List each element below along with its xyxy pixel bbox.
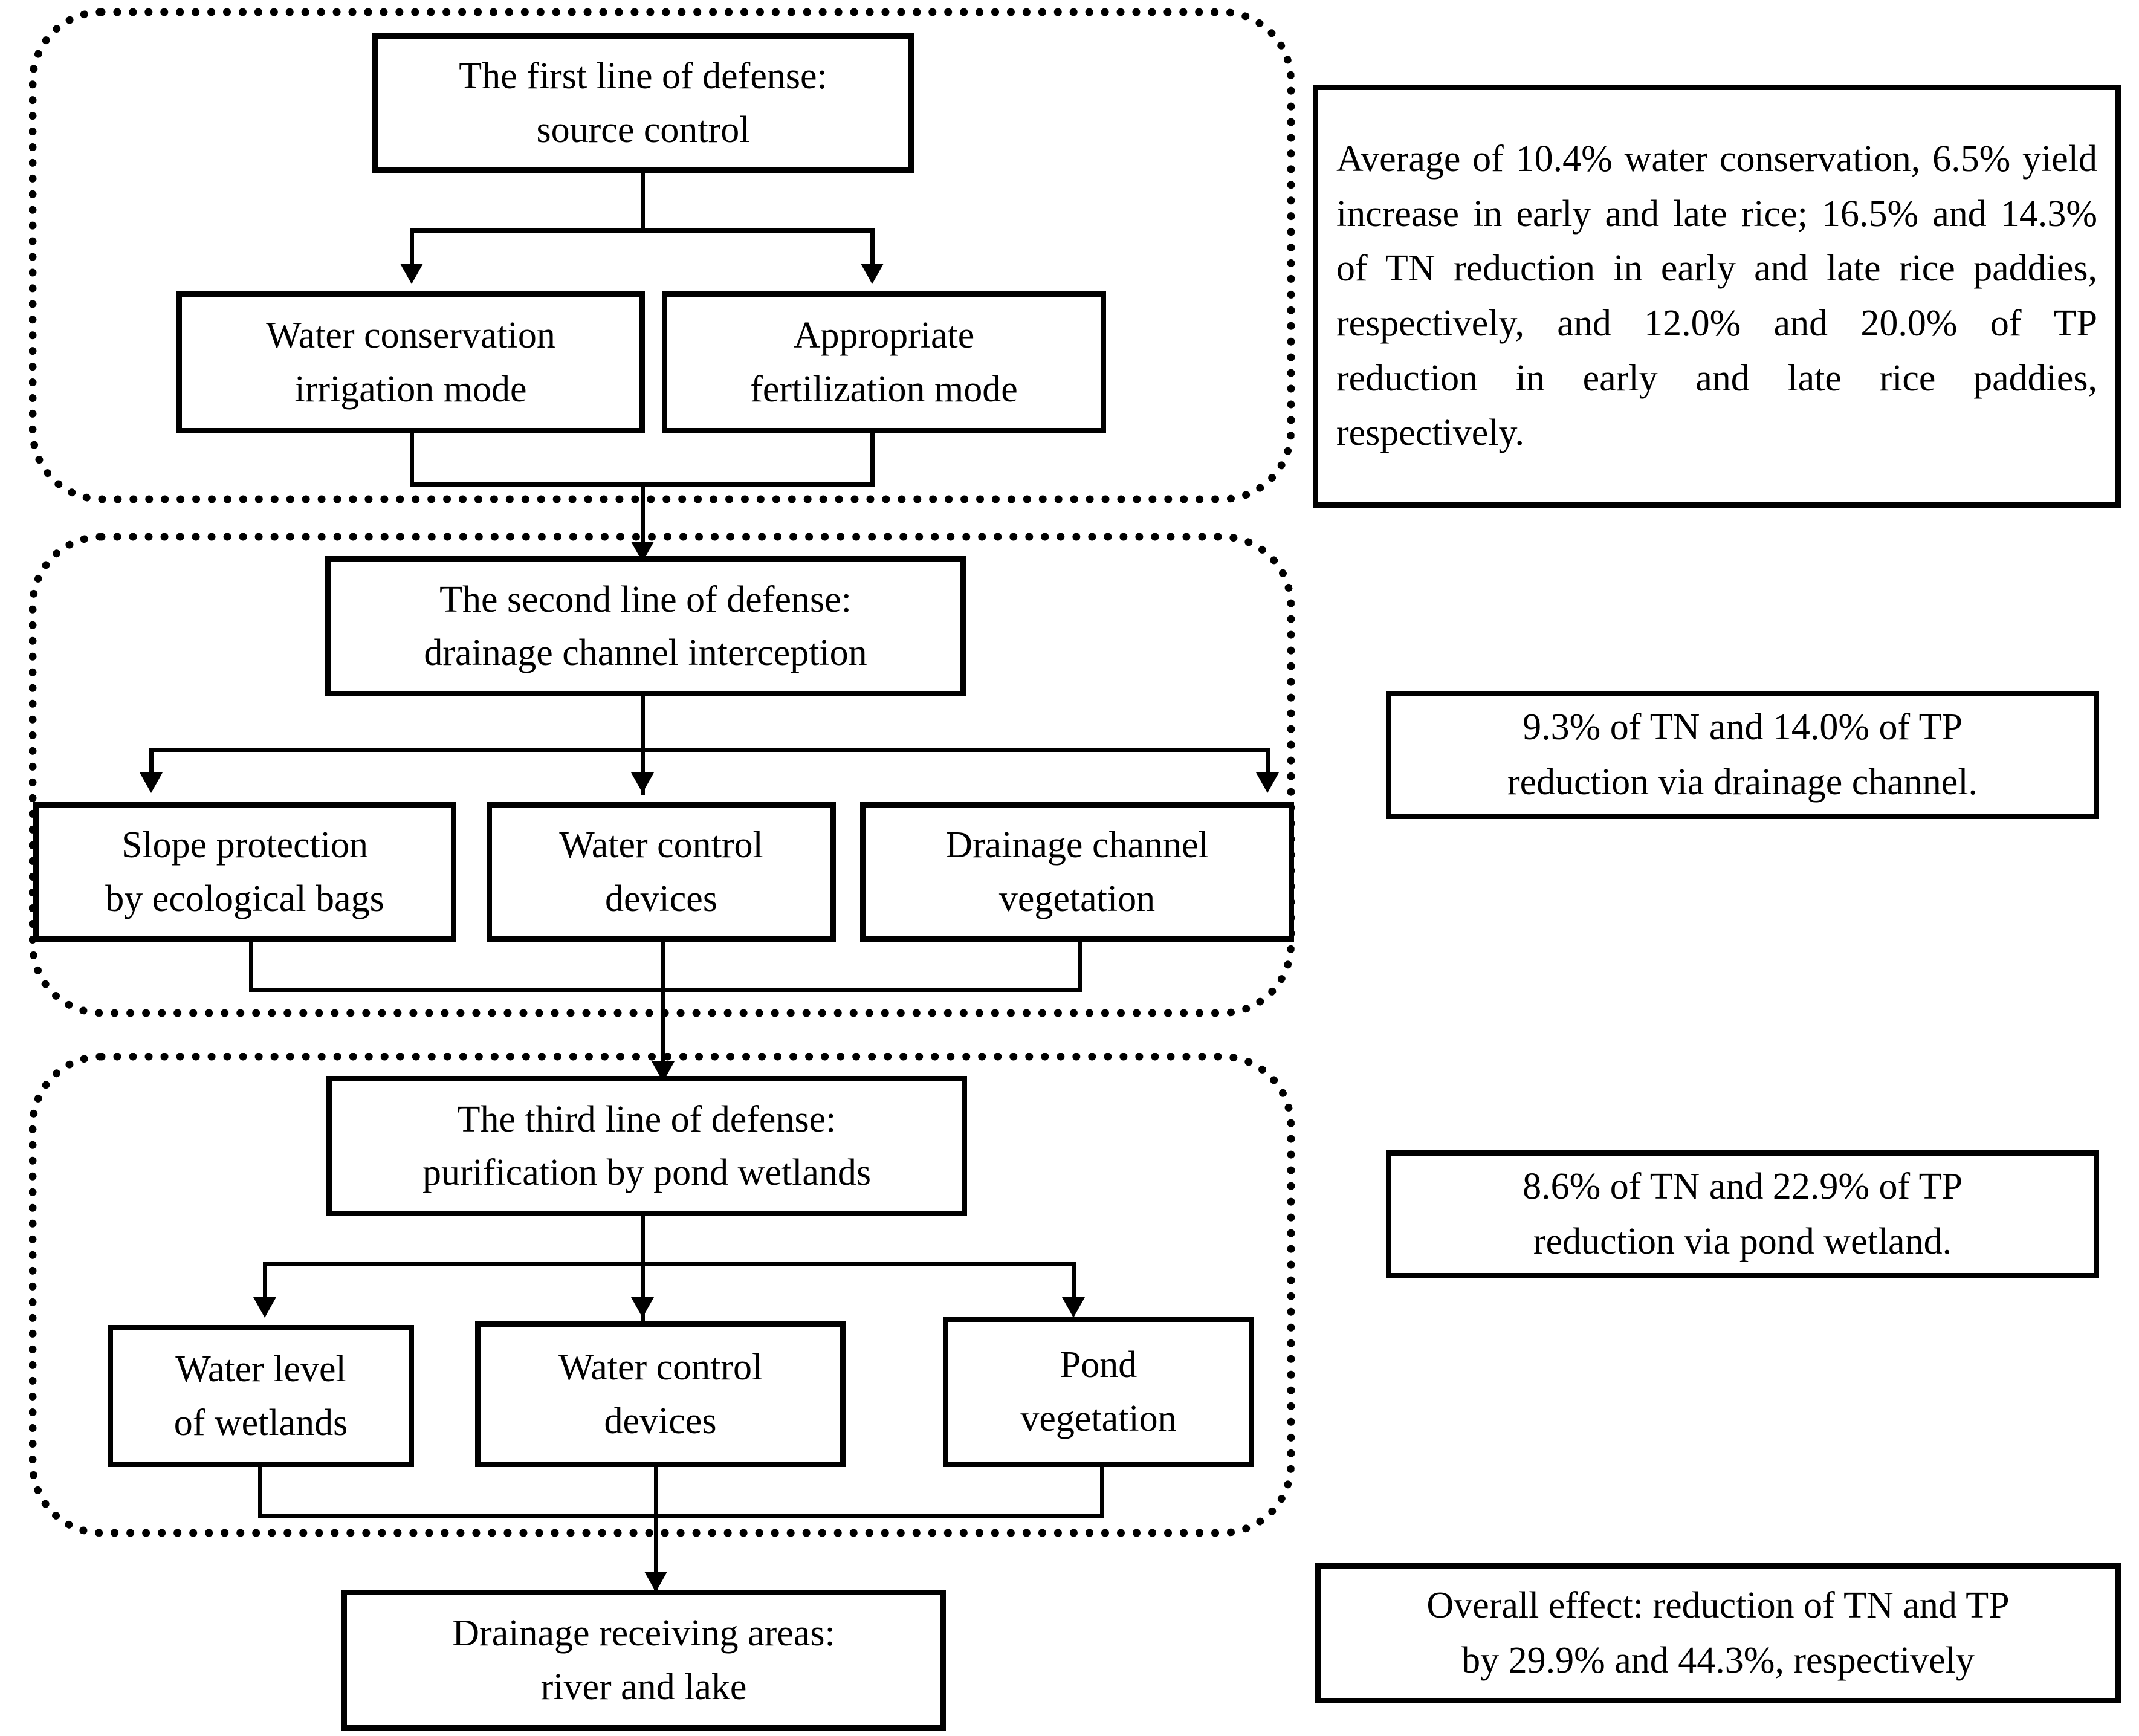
connector-v-3-to-a bbox=[263, 1262, 267, 1300]
node-label: The second line of defense: drainage cha… bbox=[337, 573, 954, 679]
note-third-line: 8.6% of TN and 22.9% of TP reduction via… bbox=[1386, 1150, 2099, 1278]
note-text-line-1: Overall effect: reduction of TN and TP bbox=[1426, 1585, 2010, 1627]
note-text: Average of 10.4% water conservation, 6.5… bbox=[1336, 138, 2097, 454]
connector-h-3-merge bbox=[258, 1514, 1104, 1518]
node-label-line-2: source control bbox=[536, 109, 750, 151]
note-first-line: Average of 10.4% water conservation, 6.5… bbox=[1313, 85, 2121, 508]
node-label-line-1: Appropriate bbox=[793, 315, 975, 357]
arrowhead-2-c bbox=[1256, 772, 1279, 793]
connector-v-1-a-out bbox=[410, 433, 414, 484]
note-second-line: 9.3% of TN and 14.0% of TP reduction via… bbox=[1386, 691, 2099, 819]
node-water-level-of-wetlands[interactable]: Water level of wetlands bbox=[108, 1325, 414, 1467]
connector-v-2-c-out bbox=[1078, 942, 1082, 990]
node-label-line-1: Water level bbox=[175, 1349, 346, 1390]
node-label: Water control devices bbox=[498, 818, 824, 925]
arrowhead-3-a bbox=[253, 1297, 276, 1318]
connector-v-3-to-c bbox=[1072, 1262, 1076, 1300]
connector-h-2-merge bbox=[249, 988, 1082, 992]
node-label: Water conservation irrigation mode bbox=[188, 309, 633, 415]
connector-v-3-c-out bbox=[1100, 1467, 1104, 1518]
arrowhead-2-a bbox=[140, 772, 163, 793]
node-label-line-2: irrigation mode bbox=[294, 368, 527, 410]
node-label: Drainage receiving areas: river and lake bbox=[353, 1607, 934, 1713]
node-label: Slope protection by ecological bags bbox=[45, 818, 445, 925]
arrowhead-outlet bbox=[644, 1572, 667, 1592]
note-text: 9.3% of TN and 14.0% of TP reduction via… bbox=[1409, 700, 2076, 809]
node-water-conservation-irrigation-mode[interactable]: Water conservation irrigation mode bbox=[176, 291, 645, 433]
note-text: 8.6% of TN and 22.9% of TP reduction via… bbox=[1409, 1159, 2076, 1269]
node-label: Water control devices bbox=[487, 1341, 834, 1447]
node-drainage-receiving-areas[interactable]: Drainage receiving areas: river and lake bbox=[341, 1590, 946, 1731]
connector-v-1-header-down bbox=[641, 173, 645, 228]
node-label-line-2: vegetation bbox=[998, 878, 1156, 919]
node-label-line-2: by ecological bags bbox=[105, 878, 384, 919]
connector-v-2-a-out bbox=[249, 942, 253, 990]
node-appropriate-fertilization-mode[interactable]: Appropriate fertilization mode bbox=[662, 291, 1106, 433]
node-label-line-1: Water control bbox=[559, 824, 763, 866]
connector-v-2-to-c bbox=[1266, 748, 1270, 775]
node-second-line-of-defense-header[interactable]: The second line of defense: drainage cha… bbox=[325, 556, 966, 696]
arrowhead-3-c bbox=[1062, 1297, 1085, 1318]
connector-h-2-bus bbox=[149, 748, 1270, 752]
connector-v-2-header-down bbox=[641, 696, 645, 795]
connector-v-1-b-out bbox=[870, 433, 875, 484]
arrowhead-3-b bbox=[631, 1297, 654, 1318]
connector-v-2-to-b bbox=[641, 748, 645, 775]
connector-v-2-to-group3 bbox=[661, 988, 665, 1082]
connector-v-3-a-out bbox=[258, 1467, 262, 1518]
connector-v-1-to-group2 bbox=[641, 482, 645, 561]
node-label-line-1: The first line of defense: bbox=[459, 56, 827, 97]
node-label-line-2: drainage channel interception bbox=[424, 632, 867, 673]
group-first-line-of-defense bbox=[29, 8, 1295, 503]
node-label-line-1: Slope protection bbox=[121, 824, 369, 866]
node-drainage-channel-vegetation[interactable]: Drainage channel vegetation bbox=[860, 802, 1294, 942]
node-label-line-1: Water conservation bbox=[266, 315, 555, 357]
group-third-line-of-defense bbox=[29, 1053, 1295, 1537]
connector-v-3-b-out bbox=[654, 1467, 658, 1518]
node-slope-protection-by-ecological-bags[interactable]: Slope protection by ecological bags bbox=[33, 802, 456, 942]
connector-v-1-to-b bbox=[870, 228, 875, 266]
node-label-line-2: fertilization mode bbox=[750, 368, 1018, 410]
node-label-line-2: of wetlands bbox=[173, 1402, 348, 1443]
node-label: Water level of wetlands bbox=[119, 1342, 403, 1449]
connector-v-1-to-a bbox=[410, 228, 414, 266]
node-label-line-2: devices bbox=[604, 1400, 717, 1442]
connector-h-3-bus bbox=[263, 1262, 1076, 1266]
connector-v-2-to-a bbox=[149, 748, 154, 775]
note-text-line-2: reduction via drainage channel. bbox=[1507, 762, 1978, 803]
node-label: The first line of defense: source contro… bbox=[384, 50, 902, 156]
node-label-line-1: The third line of defense: bbox=[457, 1098, 837, 1140]
connector-v-2-b-out bbox=[661, 942, 665, 990]
node-label-line-1: The second line of defense: bbox=[439, 578, 852, 620]
node-label: Pond vegetation bbox=[954, 1338, 1243, 1445]
connector-v-3-to-b bbox=[641, 1262, 645, 1300]
node-label-line-1: Pond bbox=[1060, 1344, 1137, 1386]
node-water-control-devices-channel[interactable]: Water control devices bbox=[487, 802, 836, 942]
node-label: Appropriate fertilization mode bbox=[673, 309, 1095, 415]
node-label-line-2: river and lake bbox=[540, 1666, 747, 1708]
node-water-control-devices-pond[interactable]: Water control devices bbox=[475, 1321, 846, 1467]
connector-h-1-bus bbox=[412, 228, 872, 233]
node-label-line-2: devices bbox=[605, 878, 717, 919]
note-text-line-1: 8.6% of TN and 22.9% of TP bbox=[1523, 1166, 1963, 1208]
node-label: Drainage channel vegetation bbox=[872, 818, 1283, 925]
node-label: The third line of defense: purification … bbox=[338, 1093, 956, 1199]
node-first-line-of-defense-header[interactable]: The first line of defense: source contro… bbox=[372, 33, 914, 173]
node-label-line-1: Drainage channel bbox=[945, 824, 1209, 866]
node-label-line-2: vegetation bbox=[1020, 1398, 1177, 1439]
node-label-line-1: Drainage receiving areas: bbox=[452, 1613, 835, 1654]
node-label-line-2: purification by pond wetlands bbox=[422, 1152, 872, 1193]
note-text-line-1: 9.3% of TN and 14.0% of TP bbox=[1523, 707, 1963, 748]
node-pond-vegetation[interactable]: Pond vegetation bbox=[943, 1317, 1254, 1467]
node-label-line-1: Water control bbox=[558, 1347, 763, 1388]
arrowhead-1-b bbox=[861, 264, 884, 284]
note-text-line-2: by 29.9% and 44.3%, respectively bbox=[1461, 1640, 1975, 1681]
note-text: Overall effect: reduction of TN and TP b… bbox=[1339, 1578, 2097, 1688]
note-text-line-2: reduction via pond wetland. bbox=[1533, 1221, 1952, 1262]
connector-v-3-to-outlet bbox=[654, 1514, 658, 1592]
arrowhead-1-a bbox=[400, 264, 423, 284]
node-third-line-of-defense-header[interactable]: The third line of defense: purification … bbox=[326, 1076, 967, 1216]
arrowhead-2-b bbox=[631, 772, 654, 793]
note-overall-effect: Overall effect: reduction of TN and TP b… bbox=[1315, 1563, 2121, 1703]
